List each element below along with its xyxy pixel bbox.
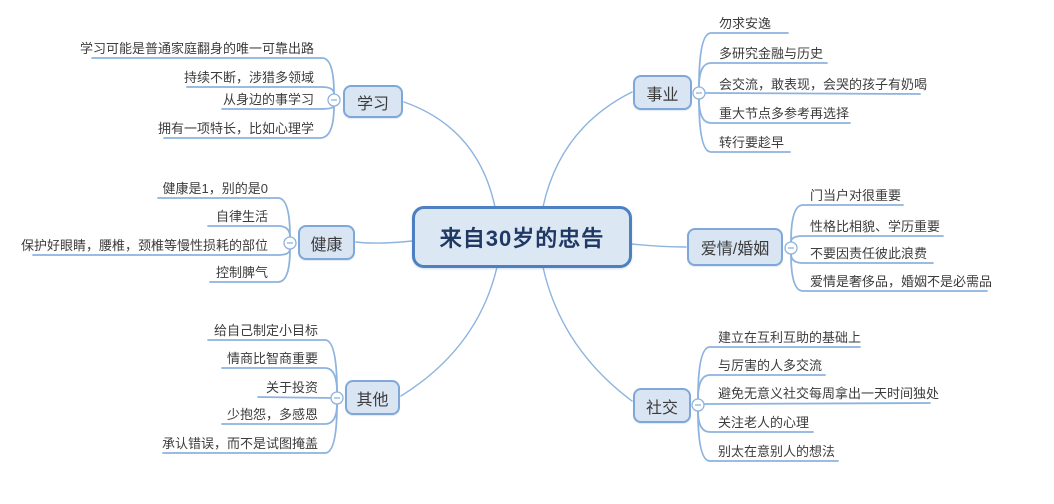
connector-central-career [542,91,633,208]
leaf-label[interactable]: 性格比相貌、学历重要 [810,219,941,234]
branch-node-career[interactable]: 事业 [633,75,692,110]
collapse-icon-career[interactable] [692,86,706,100]
leaf-label[interactable]: 关注老人的心理 [718,415,810,430]
connector-leaf [207,225,291,238]
leaf-label[interactable]: 避免无意义社交每周拿出一天时间独处 [718,386,940,401]
leaf-label[interactable]: 健康是1，别的是0 [162,181,268,196]
connector-leaf [221,367,338,393]
collapse-icon-social[interactable] [691,398,705,412]
connector-leaf [163,105,335,139]
leaf-label[interactable]: 少抱怨，多感恩 [226,407,318,422]
connector-leaf [186,86,335,95]
leaf-label[interactable]: 转行要趁早 [719,135,785,150]
leaf-label[interactable]: 重大节点多参考再选择 [719,106,850,121]
connector-leaf [257,396,332,399]
collapse-controls [283,86,798,412]
connector-leaf [705,92,921,95]
leaf-label[interactable]: 爱情是奢侈品，婚姻不是必需品 [810,274,993,289]
connector-leaf [91,57,335,95]
connector-central-study [403,101,496,208]
leaf-label[interactable]: 门当户对很重要 [810,188,902,203]
leaf-label[interactable]: 保护好眼睛，腰椎，颈椎等慢性损耗的部位 [20,238,268,253]
leaf-label[interactable]: 勿求安逸 [719,16,772,31]
collapse-icon-study[interactable] [327,93,341,107]
connector-leaf [698,62,828,88]
connector-leaf [790,204,904,243]
connector-leaf [697,410,839,462]
connector-leaf [157,197,291,238]
connector-central-love [631,243,687,248]
leaf-label[interactable]: 会交流，敢表现，会哭的孩子有奶喝 [719,77,928,92]
leaf-label[interactable]: 拥有一项特长，比如心理学 [157,121,314,136]
leaf-label[interactable]: 控制脾气 [215,265,268,280]
connector-leaf [162,403,338,454]
branch-node-study[interactable]: 学习 [343,85,403,118]
central-topic[interactable]: 来自30岁的忠告 [412,206,632,268]
leaf-label[interactable]: 关于投资 [265,380,318,395]
leaf-label[interactable]: 从身边的事学习 [222,92,314,107]
collapse-icon-other[interactable] [330,391,344,405]
leaf-label[interactable]: 承认错误，而不是试图掩盖 [161,436,318,451]
leaf-label[interactable]: 与厉害的人多交流 [718,358,823,373]
leaf-label[interactable]: 建立在互利互助的基础上 [718,330,862,345]
leaf-label[interactable]: 自律生活 [215,209,268,224]
connector-leaf [697,374,826,400]
collapse-icon-health[interactable] [283,236,297,250]
leaf-label[interactable]: 给自己制定小目标 [213,323,318,338]
leaf-label[interactable]: 学习可能是普通家庭翻身的唯一可靠出路 [79,41,314,56]
leaf-label[interactable]: 持续不断，涉猎多领域 [183,70,314,85]
branch-node-health[interactable]: 健康 [298,225,355,260]
branch-node-social[interactable]: 社交 [633,388,691,423]
connector-central-social [542,266,633,402]
connector-central-health [355,240,413,244]
central-branch-connectors [355,91,687,402]
leaf-label[interactable]: 别太在意别人的想法 [718,444,836,459]
branch-node-other[interactable]: 其他 [345,380,400,415]
connector-leaf [790,235,944,243]
leaf-label[interactable]: 不要因责任彼此浪费 [810,246,928,261]
leaf-label[interactable]: 多研究金融与历史 [719,46,824,61]
branch-node-love[interactable]: 爱情/婚姻 [687,228,783,266]
connector-leaf [790,253,988,292]
connector-leaf [698,98,791,153]
connector-central-other [400,266,498,397]
leaf-connectors [32,32,988,462]
connector-leaf [703,402,931,405]
connector-leaf [209,248,291,283]
collapse-icon-love[interactable] [784,241,798,255]
leaf-label[interactable]: 情商比智商重要 [226,351,318,366]
